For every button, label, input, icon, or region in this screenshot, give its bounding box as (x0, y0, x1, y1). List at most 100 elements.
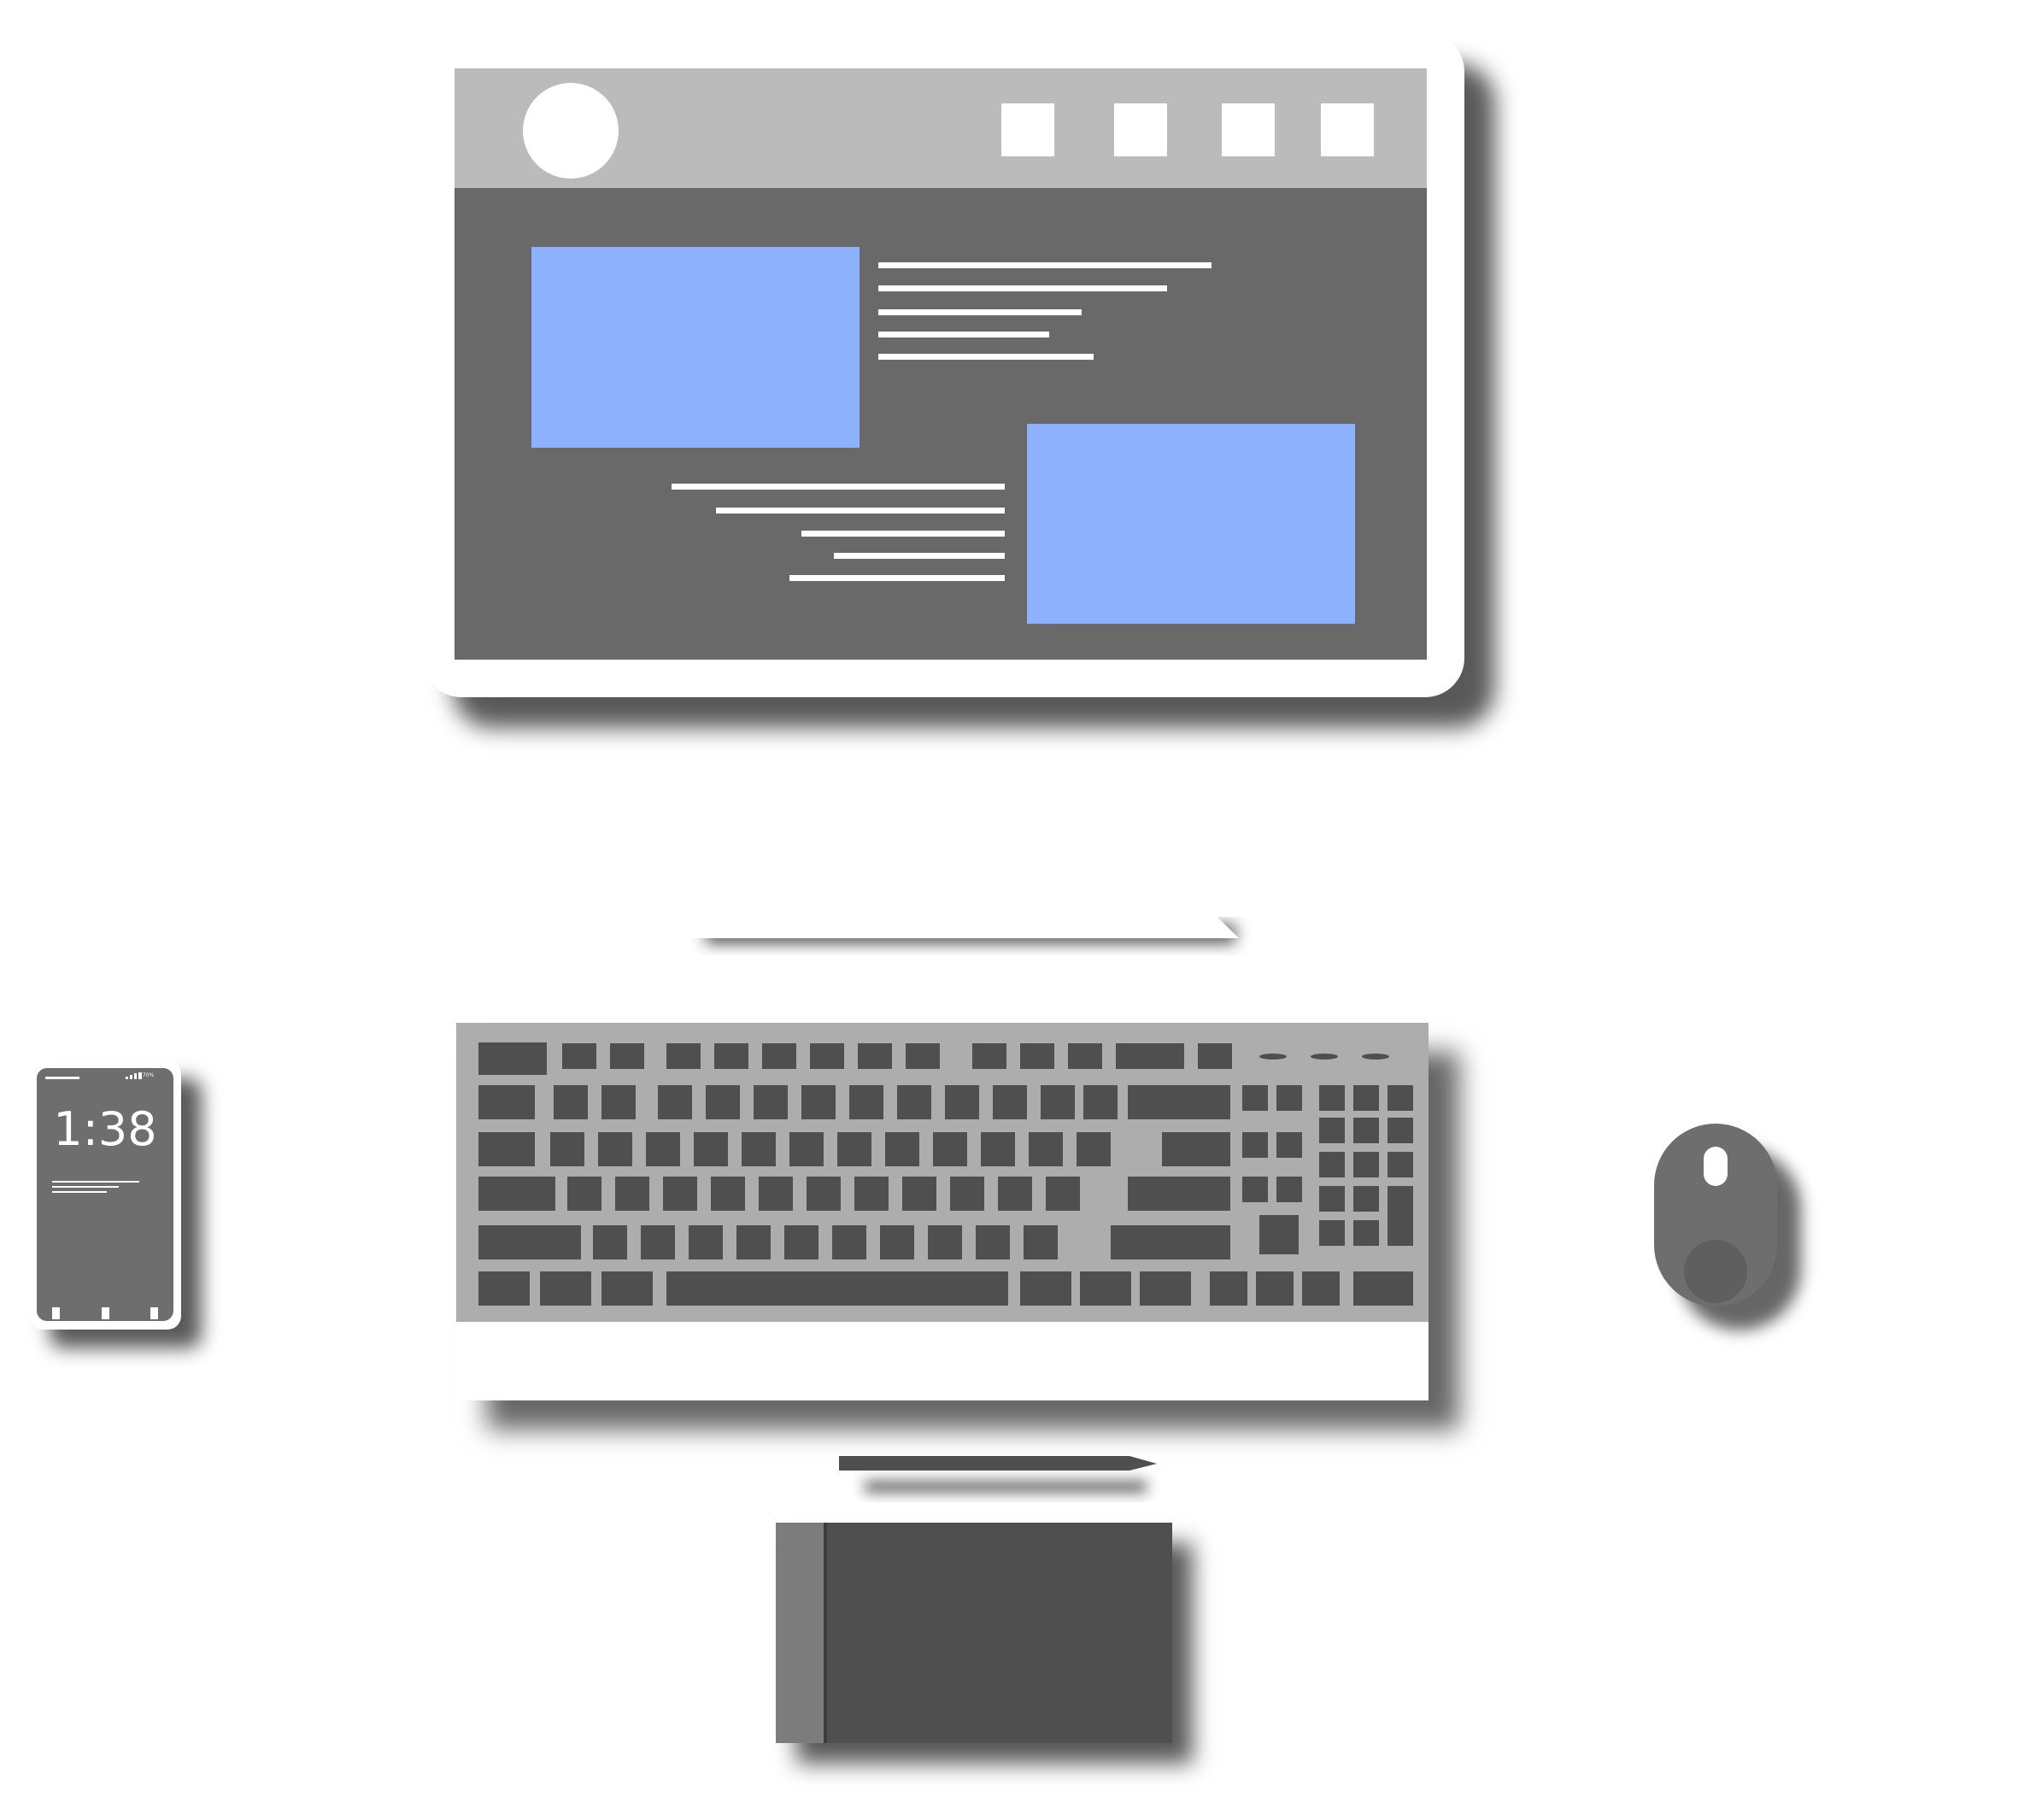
mouse-thumb-area (1684, 1240, 1747, 1303)
desktop-monitor-icon (422, 32, 1464, 697)
keyboard-key (858, 1043, 892, 1069)
keyboard-key (610, 1043, 644, 1069)
battery-icon (138, 1072, 142, 1079)
keyboard-key (478, 1042, 547, 1075)
image-placeholder-top (531, 247, 860, 448)
keyboard-key (762, 1043, 796, 1069)
status-bar-line (45, 1077, 79, 1079)
keyboard-key (1242, 1177, 1268, 1202)
keyboard-key (807, 1177, 841, 1211)
keyboard-key (641, 1225, 675, 1259)
keyboard-key (1388, 1118, 1413, 1143)
indicator-led (1259, 1054, 1287, 1060)
battery-percent: 70% (143, 1072, 155, 1078)
keyboard-key (950, 1177, 984, 1211)
browser-toolbar (455, 68, 1427, 188)
keyboard-key (1077, 1132, 1111, 1166)
notification-line (52, 1186, 119, 1188)
keyboard-key (598, 1132, 632, 1166)
notification-line (52, 1191, 107, 1193)
monitor-stand (672, 819, 1239, 943)
keyboard-key (478, 1132, 535, 1166)
keyboard-key (784, 1225, 818, 1259)
tablet-spine (776, 1523, 824, 1743)
text-line (878, 262, 1212, 268)
keyboard-key (1276, 1085, 1302, 1111)
keyboard-key (601, 1271, 653, 1306)
text-line (878, 354, 1094, 360)
keyboard-key (1024, 1225, 1058, 1259)
keyboard-key (993, 1085, 1027, 1119)
keyboard-key (854, 1177, 889, 1211)
keyboard-key (615, 1177, 649, 1211)
text-line (801, 531, 1005, 537)
keyboard-key (1242, 1085, 1268, 1111)
notification-line (52, 1181, 139, 1183)
keyboard-key (1302, 1271, 1340, 1306)
keyboard-key (832, 1225, 866, 1259)
keyboard-key (658, 1085, 692, 1119)
tablet-edge (824, 1523, 827, 1743)
toolbar-button-1 (1001, 103, 1054, 156)
keyboard-key (1128, 1085, 1230, 1119)
keyboard-key (897, 1085, 931, 1119)
keyboard-key (562, 1043, 596, 1069)
keyboard-key (742, 1132, 776, 1166)
image-placeholder-bottom (1027, 424, 1355, 624)
keyboard-key (540, 1271, 591, 1306)
keyboard-key (478, 1271, 530, 1306)
keyboard-key (1319, 1186, 1345, 1212)
signal-icon (126, 1077, 128, 1079)
text-line (834, 553, 1005, 559)
keyboard-key (1210, 1271, 1247, 1306)
avatar (523, 83, 619, 179)
keyboard-key (885, 1132, 919, 1166)
keyboard-key (1276, 1132, 1302, 1158)
toolbar-button-2 (1114, 103, 1167, 156)
keyboard-key (902, 1177, 936, 1211)
keyboard-key (801, 1085, 836, 1119)
keyboard-key (880, 1225, 914, 1259)
keyboard-key (933, 1132, 967, 1166)
nav-recent-icon[interactable] (150, 1307, 158, 1319)
keyboard-key (981, 1132, 1015, 1166)
keyboard-key (1046, 1177, 1080, 1211)
nav-home-icon[interactable] (102, 1307, 109, 1319)
keyboard-key (1041, 1085, 1075, 1119)
keyboard-icon (456, 1023, 1429, 1400)
keyboard-key (754, 1085, 788, 1119)
text-line (672, 484, 1005, 490)
keyboard-key (837, 1132, 871, 1166)
text-line (878, 332, 1049, 338)
phone-screen: 70% 1:38 (37, 1068, 173, 1321)
monitor-screen (455, 68, 1427, 660)
keyboard-key (1388, 1186, 1413, 1246)
indicator-led (1362, 1054, 1389, 1060)
keyboard-key (976, 1225, 1010, 1259)
keyboard-key (1111, 1225, 1230, 1259)
keyboard-key (478, 1225, 581, 1259)
keyboard-key (554, 1085, 588, 1119)
keyboard-face (456, 1023, 1429, 1322)
keyboard-key (789, 1132, 824, 1166)
keyboard-key (1353, 1085, 1379, 1111)
keyboard-key (1353, 1186, 1379, 1212)
scroll-wheel (1704, 1147, 1728, 1186)
keyboard-key (714, 1043, 748, 1069)
keyboard-key (810, 1043, 844, 1069)
pen-stylus-icon (839, 1456, 1157, 1492)
nav-back-icon[interactable] (52, 1307, 60, 1319)
keyboard-key (1020, 1271, 1071, 1306)
graphics-tablet-icon (776, 1523, 1172, 1743)
computer-mouse-icon (1654, 1124, 1777, 1306)
text-line (716, 508, 1005, 514)
keyboard-key (1388, 1085, 1413, 1111)
keyboard-key (706, 1085, 740, 1119)
keyboard-key (666, 1271, 1008, 1306)
keyboard-key (1388, 1152, 1413, 1177)
keyboard-key (550, 1132, 584, 1166)
keyboard-key (759, 1177, 793, 1211)
keyboard-key (1319, 1220, 1345, 1246)
text-line (878, 285, 1167, 291)
keyboard-key (1276, 1177, 1302, 1202)
